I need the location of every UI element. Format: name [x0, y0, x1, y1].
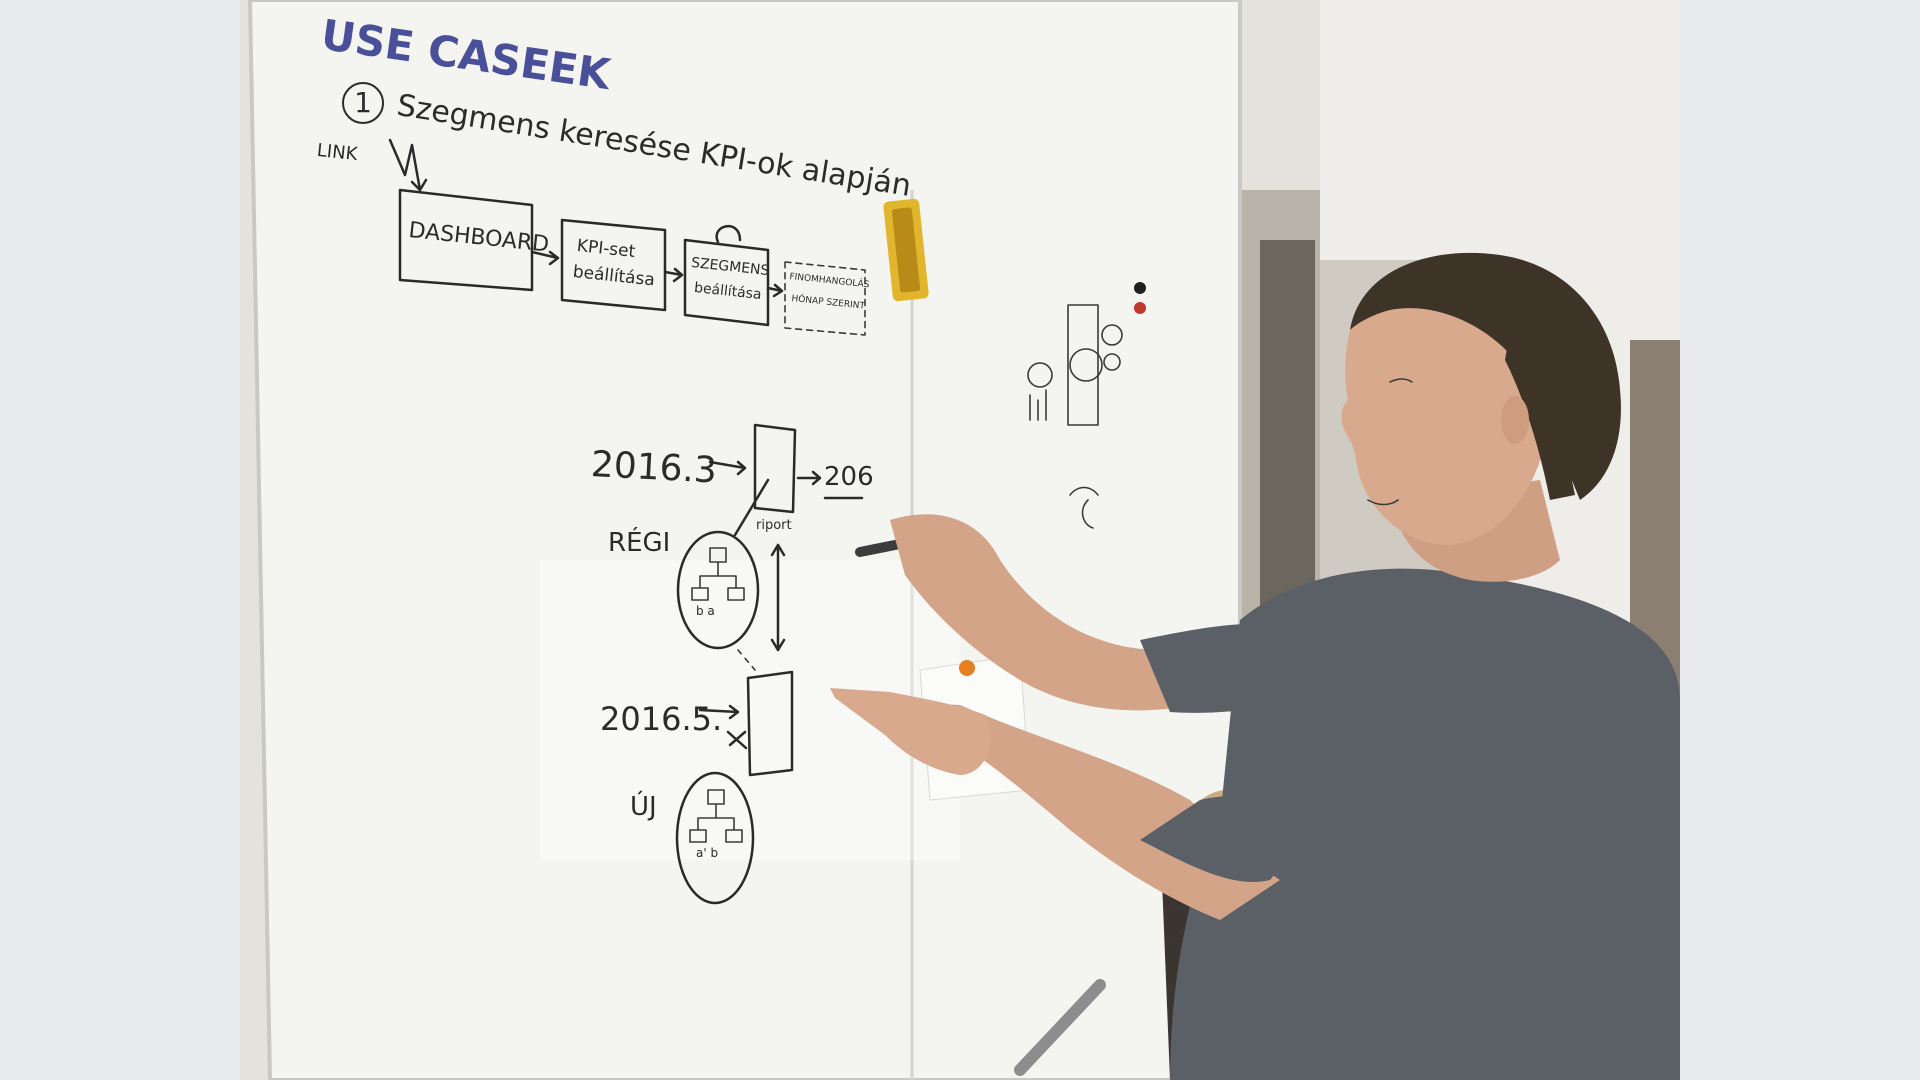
tree-leaves-new: a' b: [696, 846, 719, 860]
flow-diagram: [388, 138, 866, 336]
date-old: 2016.3: [589, 444, 718, 492]
magnet-orange: [959, 660, 975, 676]
pointing-arm: [860, 700, 1280, 920]
sleeve-upper: [1140, 623, 1300, 713]
pointing-hand: [830, 688, 991, 775]
date-new: 2016.5.: [600, 700, 723, 738]
marker-in-tray: [1014, 979, 1106, 1076]
old-label: RÉGI: [608, 528, 671, 558]
link-label: LINK: [315, 140, 359, 166]
magnet-red: [1134, 302, 1146, 314]
segment-diagram: [675, 423, 864, 905]
sleeve-lower: [1140, 796, 1320, 882]
photo-scene: USE CASEEK 1 Szegmens keresése KPI-ok al…: [240, 0, 1680, 1080]
hair: [1350, 252, 1621, 500]
new-label: ÚJ: [630, 792, 657, 822]
magnet-black: [1134, 282, 1146, 294]
side-sketch: [1027, 304, 1123, 529]
ear: [1501, 396, 1529, 444]
report-label: riport: [756, 518, 792, 533]
tree-leaves-old: b a: [696, 604, 715, 618]
person: [830, 252, 1680, 1080]
result-value: 206: [824, 462, 874, 492]
usecase-number: 1: [342, 82, 384, 124]
eraser: [883, 198, 929, 302]
scene-graphic: [240, 0, 1680, 1080]
whiteboard: [247, 0, 1242, 1080]
marker-arm: [890, 514, 1215, 711]
